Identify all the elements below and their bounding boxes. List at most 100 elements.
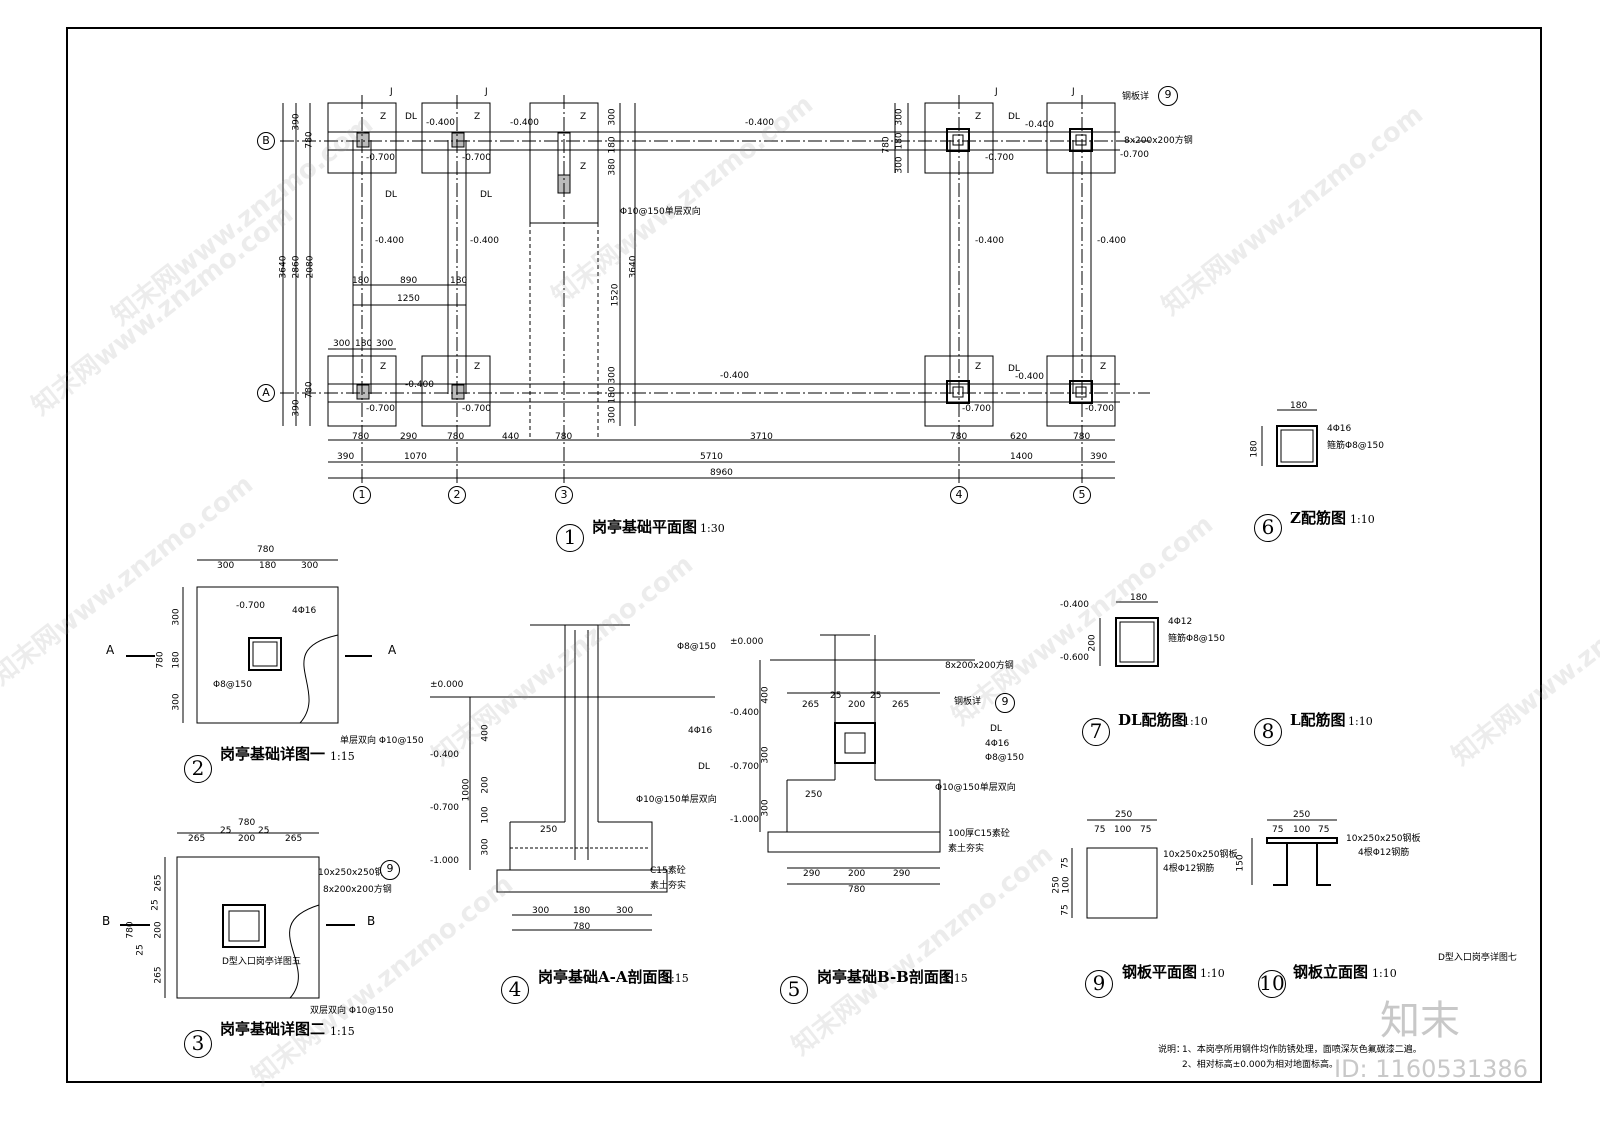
tag-dl: DL [385,190,397,200]
dim: 180 [1290,401,1308,411]
level: -0.400 [975,236,1005,246]
dim: 300 [217,561,235,571]
stirrup-note: 箍筋Φ8@150 [1327,441,1384,451]
dim: 250 [1115,810,1133,820]
drawing-number: 3 [184,1030,212,1058]
z-rebar-title: Z配筋图 [1290,509,1346,527]
axis-label-1: 1 [353,486,371,504]
dim: 250 [1051,876,1062,894]
level: -0.400 [470,236,500,246]
dim: 390 [1090,452,1108,462]
dim: 300 [760,799,771,817]
dim: 25 [220,826,232,836]
tube-note: 8x200x200方钢 [945,661,1014,671]
dim: 250 [805,790,823,800]
dim: 780 [352,432,370,442]
dim: 3710 [750,432,773,442]
tag-j: J [995,87,998,97]
steel-tube-note: 8x200x200方钢 [1124,136,1193,146]
level: -0.400 [730,708,760,718]
tag-dl: DL [1008,364,1020,374]
dim: 2080 [305,255,316,279]
dim: 265 [802,700,820,710]
dl-rebar-title: DL配筋图 [1118,711,1187,729]
ref-bubble: 9 [380,860,400,880]
dim: 100 [480,806,491,824]
dim: 400 [760,686,771,704]
dim: 440 [502,432,520,442]
drawing-number: 5 [780,976,808,1004]
cut-mark: B [102,914,111,928]
tag-z: Z [975,112,982,122]
dim: 780 [1073,432,1091,442]
level: -0.400 [745,118,775,128]
dim: 300 [894,156,905,174]
plan-scale: 1:30 [700,522,725,535]
dim: 25 [870,691,882,701]
dim: 1000 [461,778,472,802]
dim: 200 [1087,634,1098,652]
tag-dl: DL [480,190,492,200]
dim: 290 [893,869,911,879]
bar-note: 4Φ12 [1168,617,1193,627]
dim: 265 [892,700,910,710]
level: -1.000 [730,815,760,825]
drawing-number: 1 [556,524,584,552]
dim: 180 [259,561,277,571]
material-note: 素土夯实 [948,844,985,854]
drawing-number: 2 [184,755,212,783]
dim: 75 [1318,825,1330,835]
dim: 180 [450,276,468,286]
drawing-number: 4 [501,976,529,1004]
dim: 300 [532,906,550,916]
material-note: 素土夯实 [650,881,687,891]
dim: 400 [480,724,491,742]
dim: 780 [155,651,166,669]
dim: 390 [291,113,302,131]
dim: 1520 [610,283,621,307]
dl-rebar-scale: 1:10 [1183,715,1208,728]
axis-label-5: 5 [1073,486,1091,504]
stirrup-note: 箍筋Φ8@150 [1168,634,1225,644]
dim: 300 [171,693,182,711]
notes-heading: 说明： [1158,1045,1186,1055]
dim: 5710 [700,452,723,462]
z-rebar-scale: 1:10 [1350,513,1375,526]
rebar-note: DL [698,762,710,772]
sectionA-title: 岗亭基础A-A剖面图 [538,968,673,986]
notes-line2: 2、相对标高±0.000为相对地面标高。 [1182,1060,1339,1070]
dim: 780 [447,432,465,442]
axis-label-4: 4 [950,486,968,504]
level: -0.400 [720,371,750,381]
drawing-number: 6 [1254,514,1282,542]
rebar-note: Φ10@150单层双向 [935,783,1016,793]
dim: 780 [950,432,968,442]
dim: 180 [894,132,905,150]
rebar-note: DL [990,724,1002,734]
detail2-scale: 1:15 [330,1025,355,1038]
dim: 180 [1130,593,1148,603]
detail1-scale: 1:15 [330,750,355,763]
level: ±0.000 [730,637,764,647]
dim: 200 [480,776,491,794]
dim: 890 [400,276,418,286]
level: -0.400 [1025,120,1055,130]
rebar-note: Φ10@150单层双向 [620,207,701,217]
dim: 300 [333,339,351,349]
axis-label-a: A [257,384,275,402]
dim: 25 [830,691,842,701]
level: -0.700 [1085,404,1115,414]
bar-note: 4Φ16 [1327,424,1352,434]
dim: 3640 [278,255,289,279]
tag-j: J [390,87,393,97]
drawing-number: 7 [1082,718,1110,746]
sectionA-scale: 1:15 [664,972,689,985]
dim: 25 [150,899,161,911]
level: -0.700 [962,404,992,414]
ref-note: D型入口岗亭详图五 [222,957,301,967]
level: -0.700 [985,153,1015,163]
plan-title: 岗亭基础平面图 [592,518,698,536]
drawing-number: 9 [1085,970,1113,998]
detail1-title: 岗亭基础详图一 [220,745,326,763]
